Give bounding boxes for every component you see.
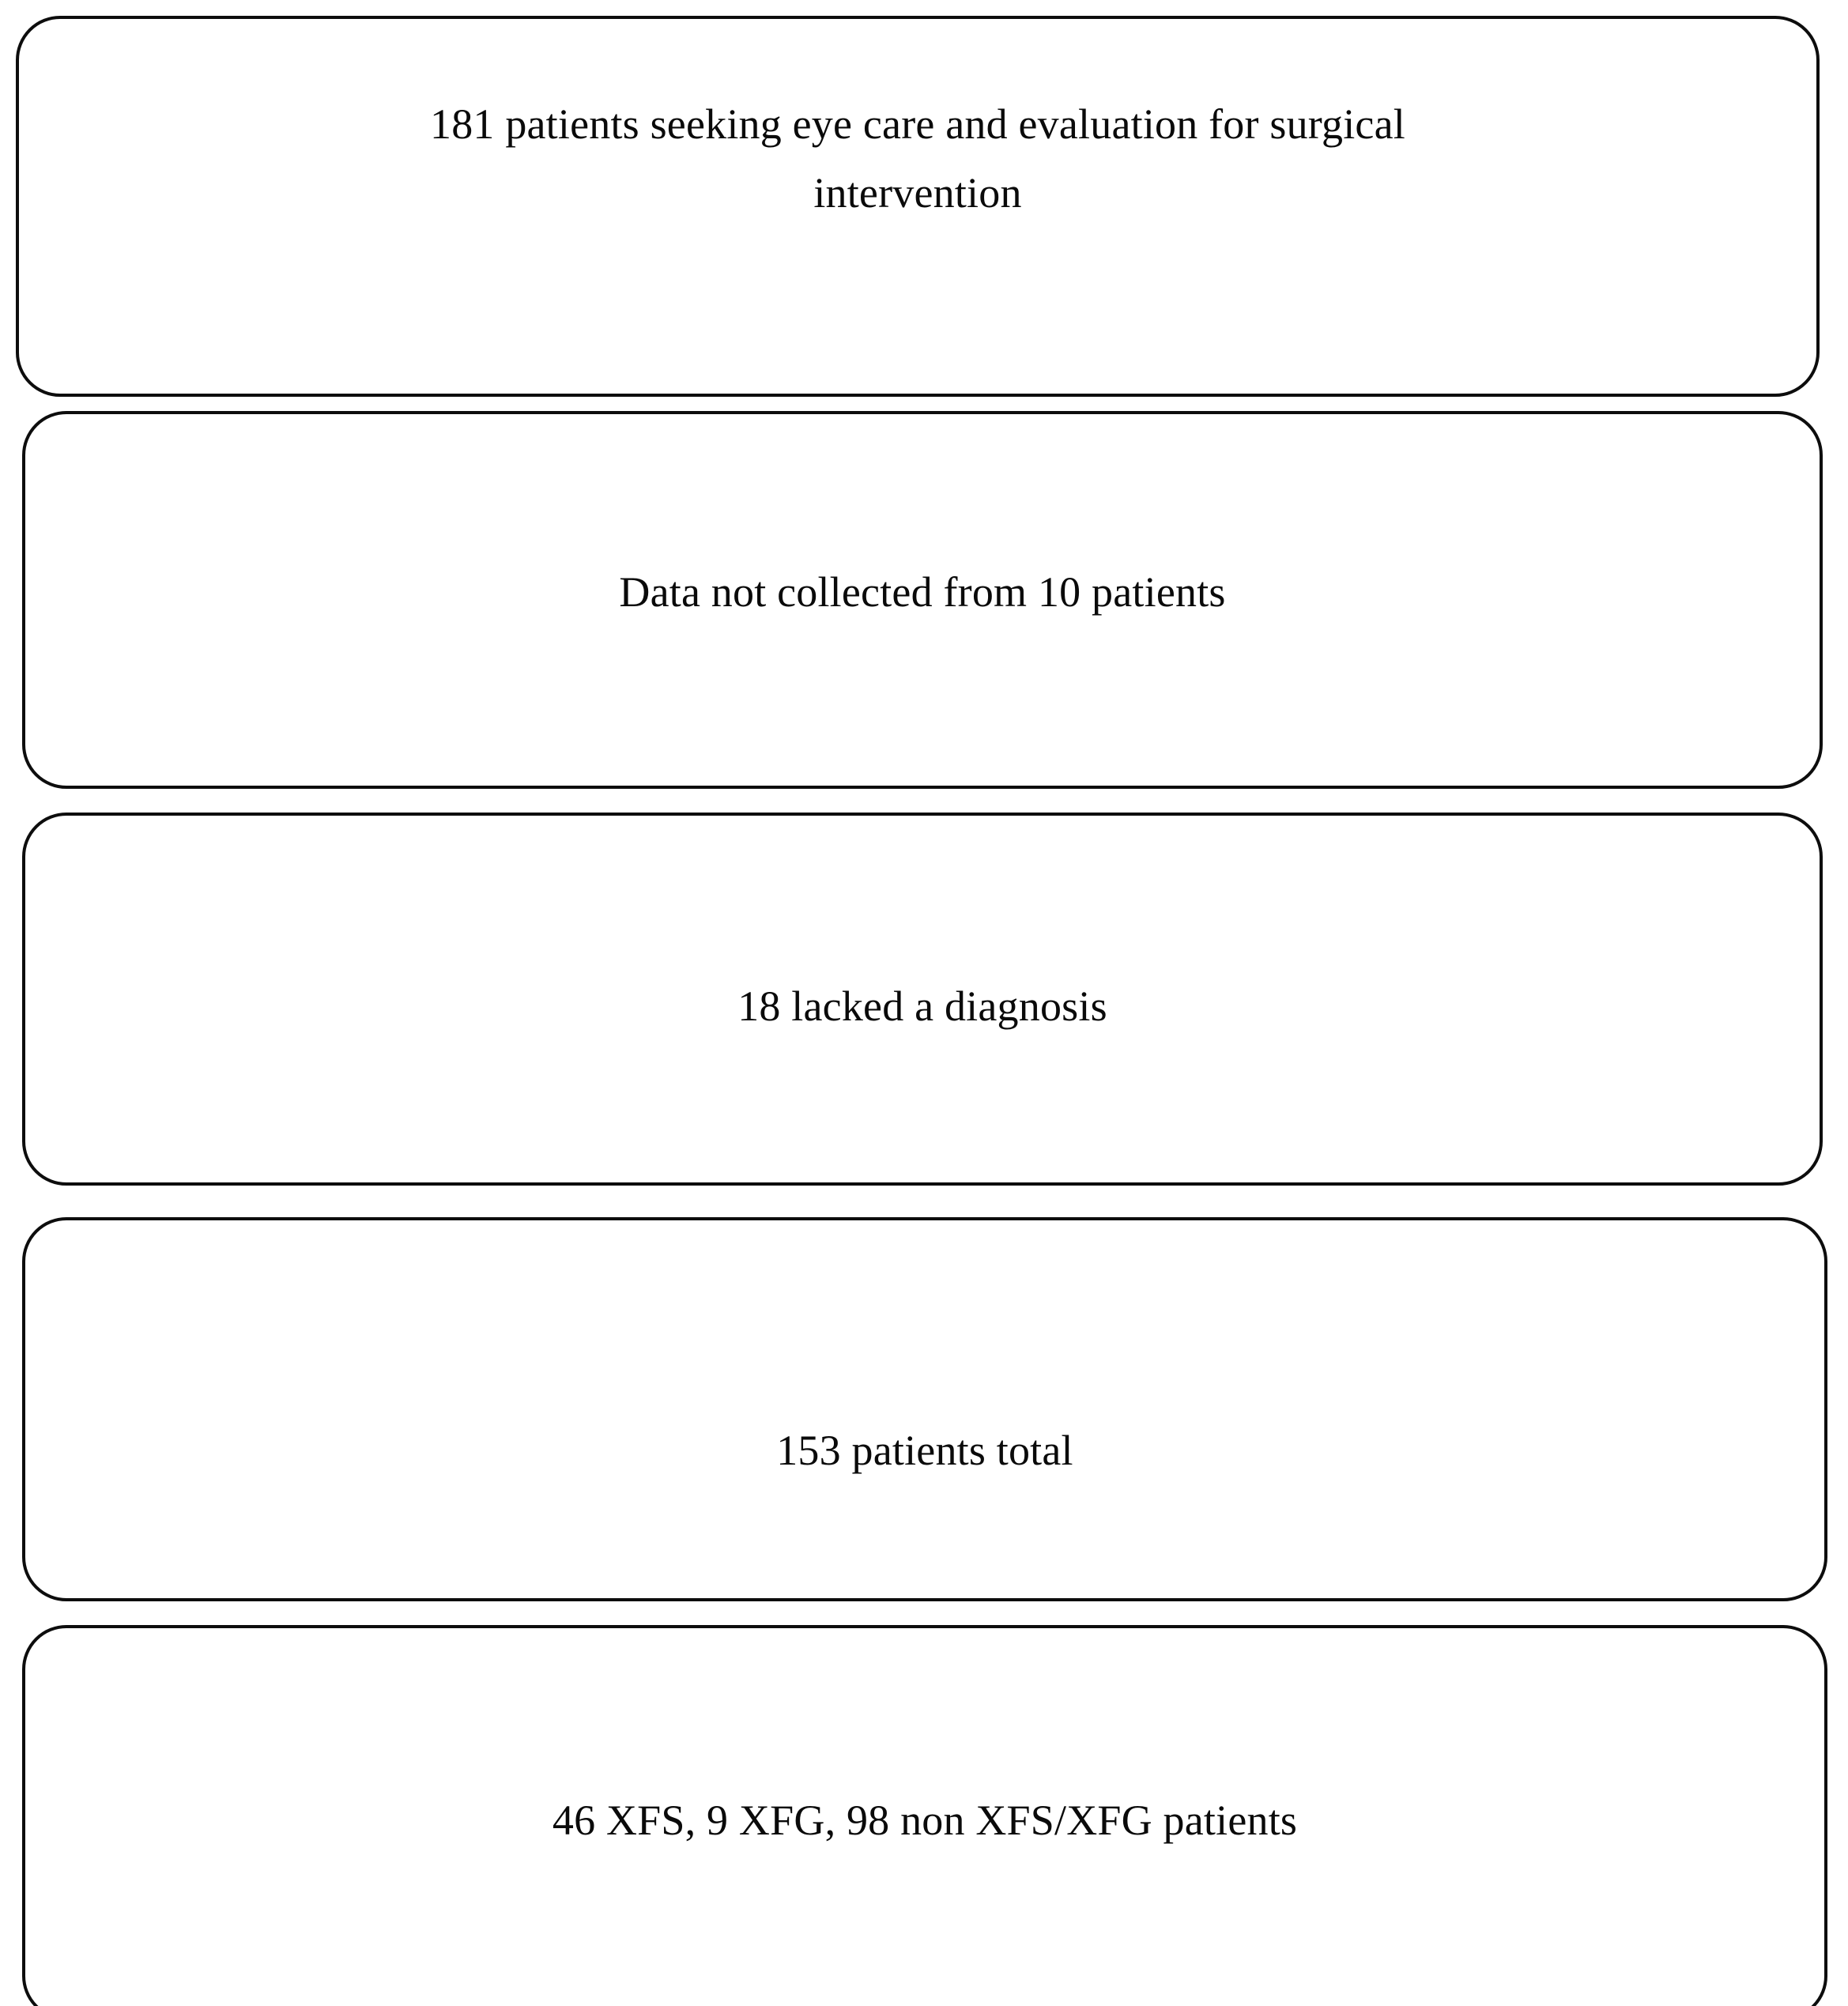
flow-box-label: 181 patients seeking eye care and evalua… <box>430 100 1405 217</box>
flow-box-cohort-total: 153 patients total <box>22 1217 1827 1601</box>
flow-box-cohort-initial: 181 patients seeking eye care and evalua… <box>16 16 1820 397</box>
flow-box-label: 18 lacked a diagnosis <box>737 982 1107 1030</box>
flow-box-excluded-no-data: Data not collected from 10 patients <box>22 411 1823 789</box>
flow-box-label: Data not collected from 10 patients <box>619 568 1226 616</box>
flow-box-label: 153 patients total <box>776 1427 1073 1474</box>
flow-box-label: 46 XFS, 9 XFG, 98 non XFS/XFG patients <box>552 1797 1298 1844</box>
flow-box-excluded-no-diagnosis: 18 lacked a diagnosis <box>22 813 1823 1186</box>
flow-box-cohort-groups: 46 XFS, 9 XFG, 98 non XFS/XFG patients <box>22 1625 1827 2006</box>
